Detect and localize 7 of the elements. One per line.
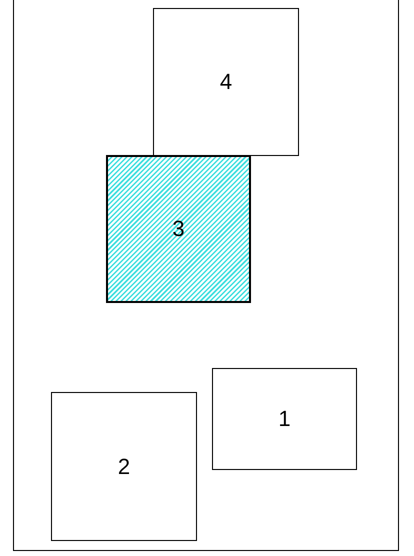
square-outline <box>153 8 299 156</box>
box-number: 2 <box>118 454 130 480</box>
hatched-square <box>106 155 251 303</box>
square-outline <box>51 392 197 541</box>
box-number: 1 <box>278 406 291 432</box>
box-number: 4 <box>220 69 232 95</box>
square-outline <box>212 368 357 470</box>
